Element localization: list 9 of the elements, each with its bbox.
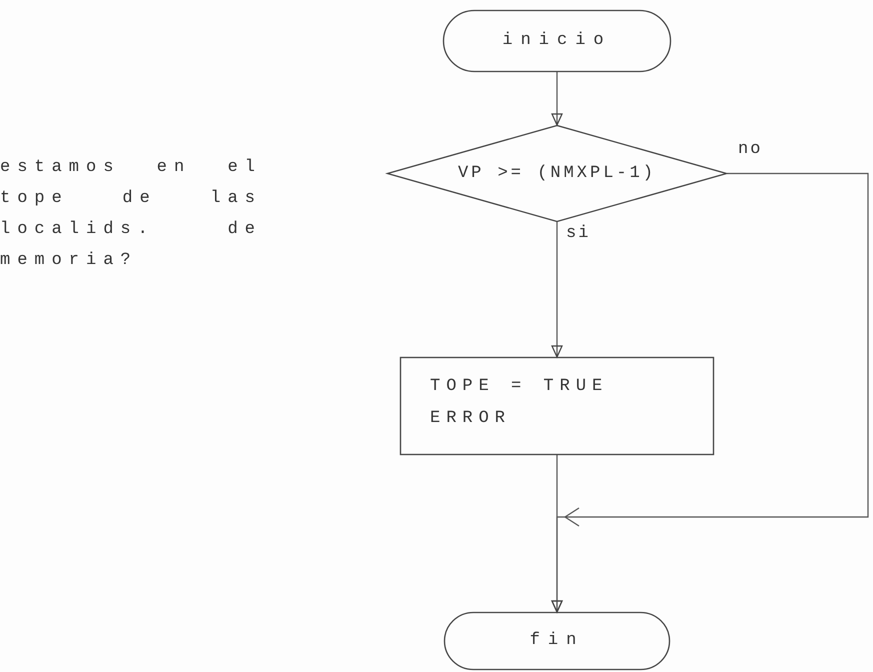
flow-arrow: [551, 222, 563, 358]
statement-text: TOPE = TRUE: [430, 377, 608, 397]
flow-arrow: [551, 72, 563, 126]
statement-text: ERROR: [430, 409, 512, 429]
annotation-text: estamos en el tope de las localids. de memoria?: [0, 157, 262, 272]
terminal-label: fin: [528, 631, 586, 651]
terminal-label: inicio: [501, 31, 613, 51]
condition-text: VP >= (NMXPL-1): [456, 164, 658, 184]
flow-arrow: [551, 172, 869, 613]
